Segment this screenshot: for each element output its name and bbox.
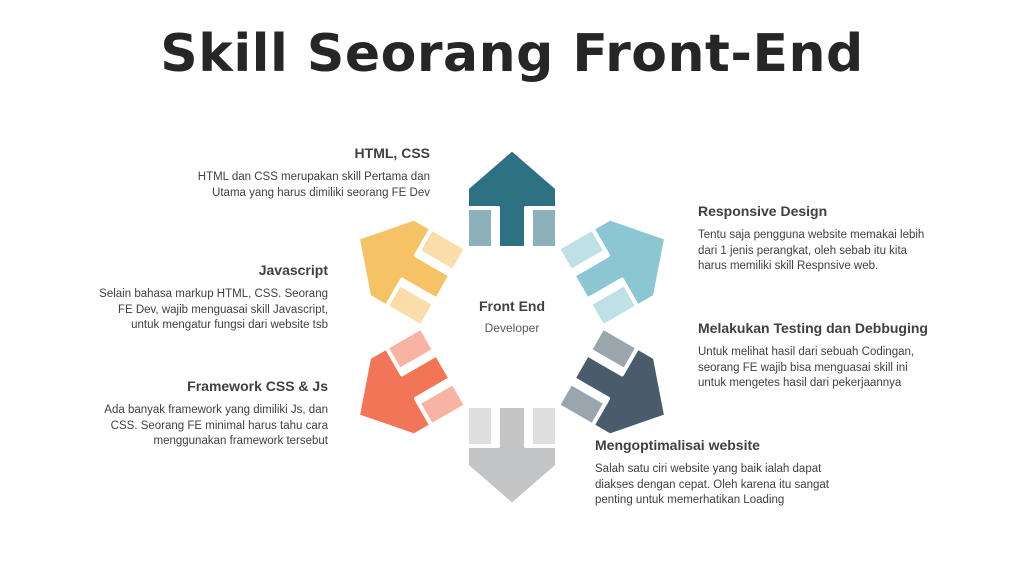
arrow-head [465, 147, 559, 250]
skill-heading: Responsive Design [698, 203, 828, 219]
skill-description: Tentu saja pengguna website memakai lebi… [698, 229, 925, 272]
arrow-optimization [465, 404, 559, 507]
skill-block-testing-debugging: Melakukan Testing dan Debbuging Untuk me… [698, 320, 998, 392]
arrow-html-css [465, 147, 559, 250]
skill-block-framework: Framework CSS & Js Ada banyak framework … [60, 378, 328, 450]
skill-heading: Mengoptimalisai website [595, 437, 760, 453]
arrow-responsive [555, 216, 669, 329]
arrow-testing [555, 325, 669, 438]
skill-description: Salah satu ciri website yang baik ialah … [595, 463, 829, 506]
arrow-framework [355, 325, 469, 438]
center-title: Front End [478, 298, 546, 314]
arrow-head [355, 345, 453, 438]
skill-heading: HTML, CSS [354, 145, 430, 161]
arrow-side-panel [529, 404, 559, 448]
arrow-head [465, 404, 559, 507]
skill-block-responsive-design: Responsive Design Tentu saja pengguna we… [698, 203, 968, 275]
skill-heading: Framework CSS & Js [187, 378, 328, 394]
skill-block-optimization: Mengoptimalisai website Salah satu ciri … [595, 437, 895, 509]
arrow-head [571, 345, 669, 438]
arrow-side-panel [529, 206, 559, 250]
skill-description: HTML dan CSS merupakan skill Pertama dan… [197, 171, 430, 199]
arrow-side-panel [465, 404, 495, 448]
skill-block-javascript: Javascript Selain bahasa markup HTML, CS… [60, 262, 328, 334]
skill-description: Untuk melihat hasil dari sebuah Codingan… [698, 346, 915, 389]
arrow-side-panel [465, 206, 495, 250]
center-subtitle: Developer [484, 321, 540, 335]
arrow-head [571, 216, 669, 309]
skill-heading: Melakukan Testing dan Debbuging [698, 320, 928, 336]
skill-block-html-css: HTML, CSS HTML dan CSS merupakan skill P… [160, 145, 430, 201]
arrow-javascript [355, 216, 469, 329]
skill-description: Ada banyak framework yang dimiliki Js, d… [104, 404, 328, 447]
page-title: Skill Seorang Front-End [160, 24, 864, 84]
arrow-head [355, 216, 453, 309]
skill-heading: Javascript [258, 262, 328, 278]
